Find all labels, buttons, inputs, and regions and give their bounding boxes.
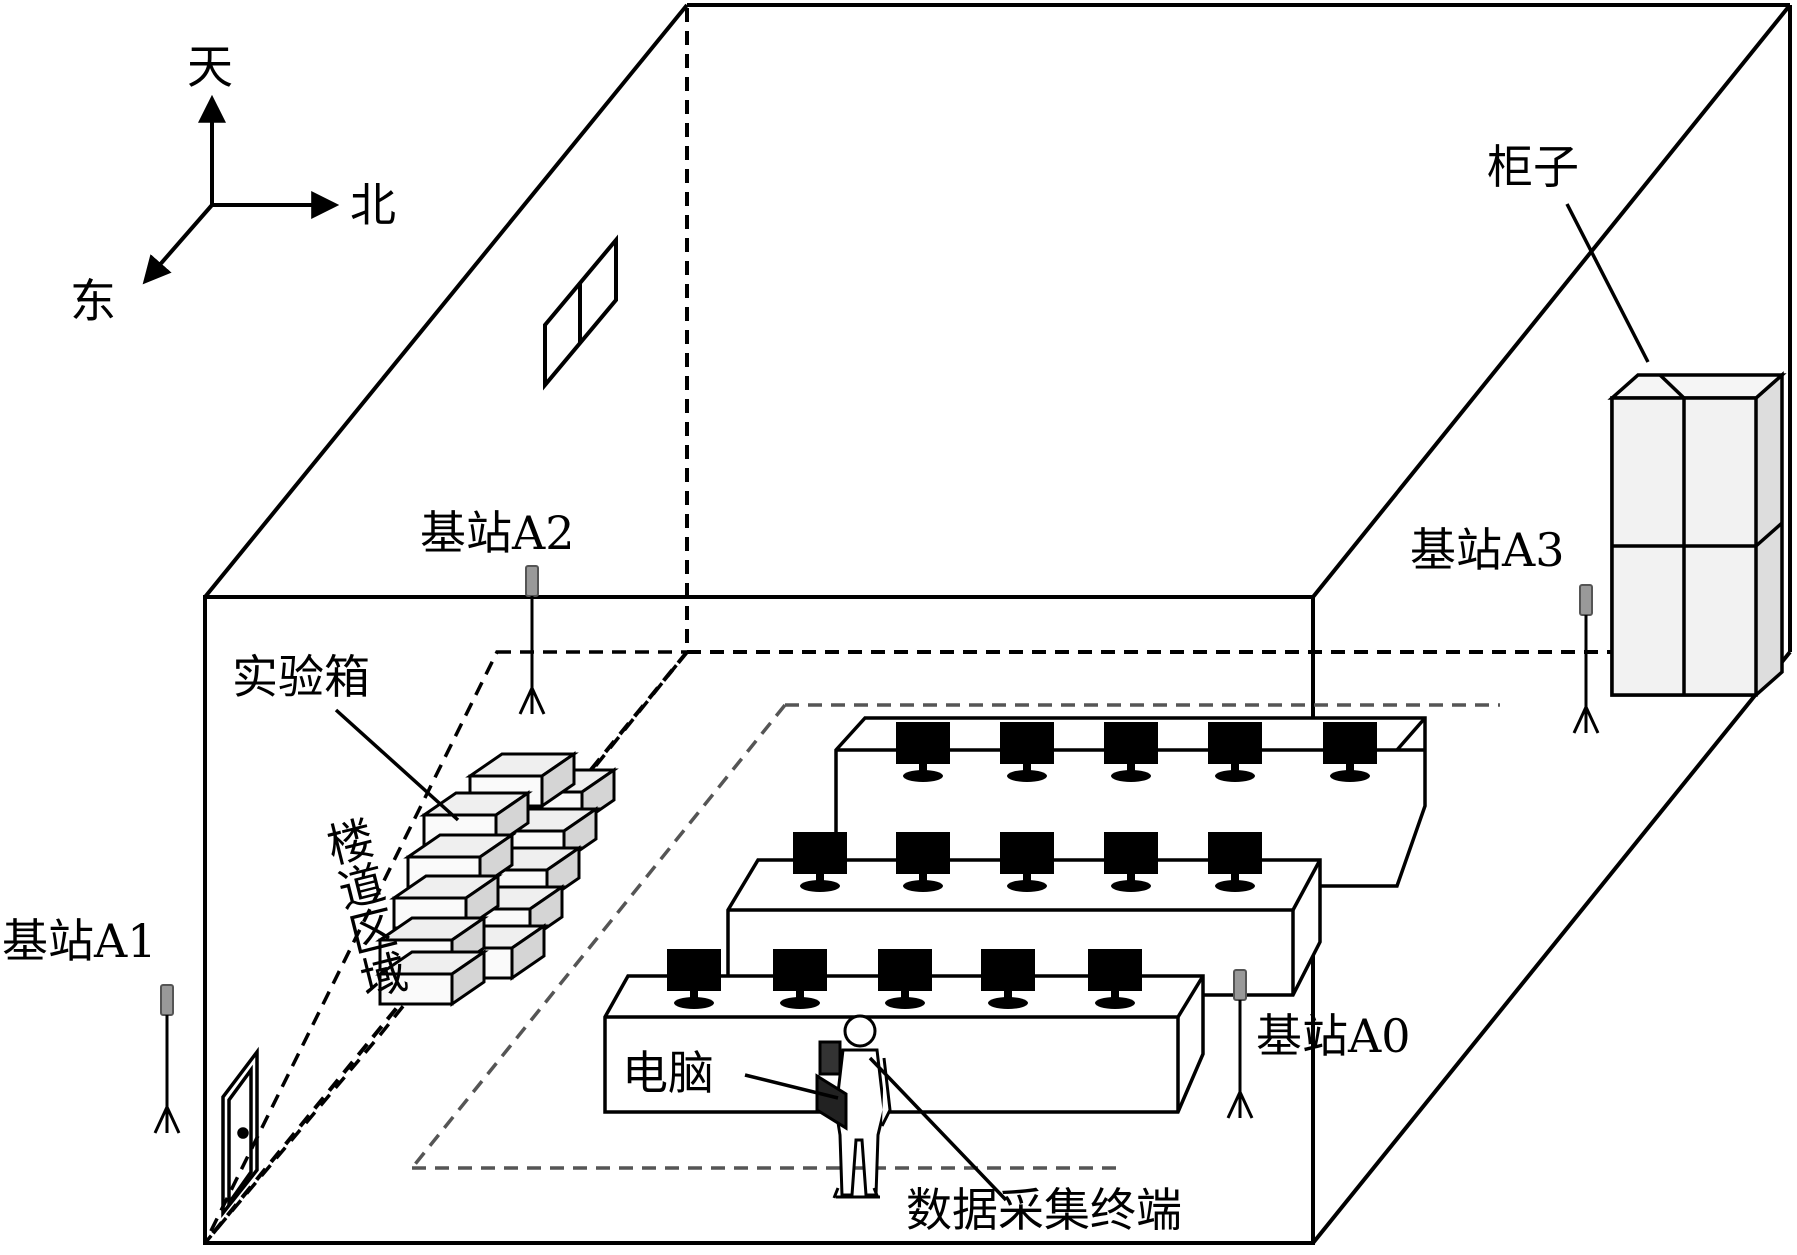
- base-station-a1-tripod: [153, 983, 181, 1135]
- window: [543, 234, 618, 391]
- base-station-a2-tripod: [518, 564, 546, 716]
- compass-east-label: 东: [70, 274, 116, 328]
- base-station-a1-label: 基站A1: [2, 914, 157, 968]
- compass-north-label: 北: [350, 178, 396, 232]
- computer-area: [410, 703, 1500, 1170]
- corridor-char-4: 域: [355, 944, 413, 1008]
- room-walls: [203, 3, 1792, 1245]
- compass-axes: [142, 94, 340, 285]
- compass-up-label: 天: [187, 40, 233, 94]
- leader-lines: [334, 203, 1650, 1202]
- desk-middle: [726, 832, 1322, 997]
- experiment-boxes: [378, 752, 616, 1006]
- base-station-a3-tripod: [1572, 583, 1600, 735]
- experiment-box-label: 实验箱: [232, 650, 370, 704]
- door: [221, 1046, 259, 1219]
- corridor-area: [203, 650, 691, 1245]
- data-terminal-label: 数据采集终端: [906, 1183, 1182, 1237]
- base-station-a2-label: 基站A2: [420, 506, 575, 560]
- base-station-a0-label: 基站A0: [1256, 1009, 1411, 1063]
- base-station-a3-label: 基站A3: [1410, 523, 1565, 577]
- computer-label: 电脑: [622, 1046, 714, 1100]
- cabinet: [1607, 371, 1787, 697]
- person-with-terminal: [815, 1014, 892, 1199]
- cabinet-label: 柜子: [1487, 140, 1579, 194]
